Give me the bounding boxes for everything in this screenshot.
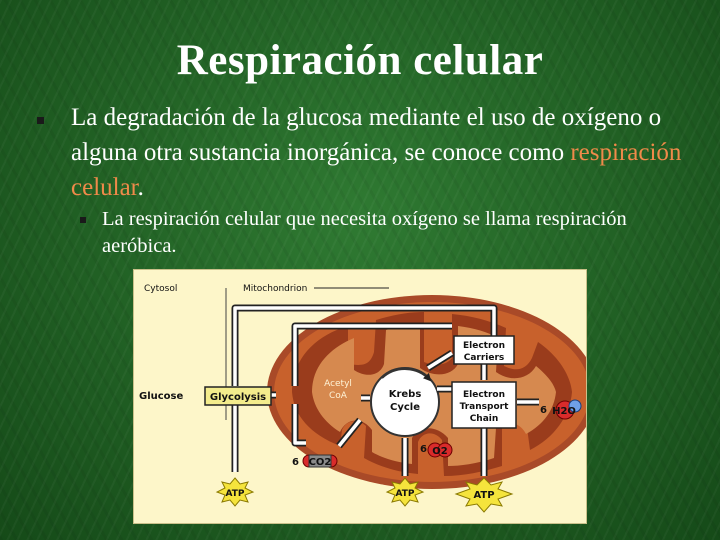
etc-label-3: Chain [470, 414, 499, 424]
cytosol-label: Cytosol [144, 284, 177, 294]
atp-burst-2: ATP [387, 478, 423, 506]
co2-label: CO2 [309, 457, 332, 468]
mitochondrion-label: Mitochondrion [243, 284, 307, 294]
o2-molecule: 6 O2 [420, 443, 452, 457]
bullet-marker [37, 117, 44, 124]
acetyl-coa-label-1: Acetyl [324, 379, 352, 389]
co2-molecule: 6 CO2 [292, 455, 337, 468]
electron-carriers-label-2: Carriers [464, 353, 505, 363]
o2-label: O2 [432, 446, 448, 457]
sub-bullet-marker [80, 217, 86, 223]
bullet-1: La degradación de la glucosa mediante el… [71, 100, 711, 205]
electron-carriers-node: Electron Carriers [454, 336, 514, 364]
bullet-1-end: . [138, 174, 144, 201]
glycolysis-label: Glycolysis [210, 392, 266, 403]
acetyl-coa-label-2: CoA [329, 391, 348, 401]
atp-burst-1: ATP [217, 478, 253, 506]
atp-label-1: ATP [225, 489, 244, 499]
etc-label-2: Transport [460, 402, 509, 412]
glycolysis-node: Glycolysis [205, 387, 271, 405]
krebs-label-2: Cycle [390, 402, 420, 413]
co2-coefficient: 6 [292, 457, 299, 468]
cellular-respiration-diagram: Krebs Cycle Cytosol Mitochondrion [133, 269, 587, 524]
glucose-label: Glucose [139, 391, 184, 402]
etc-label-1: Electron [463, 390, 505, 400]
h2o-coefficient: 6 [540, 405, 547, 416]
krebs-label-1: Krebs [389, 389, 422, 400]
o2-coefficient: 6 [420, 444, 427, 455]
bullet-2: La respiración celular que necesita oxíg… [102, 206, 642, 260]
krebs-cycle-node: Krebs Cycle [371, 368, 439, 436]
slide-title: Respiración celular [0, 36, 720, 85]
atp-label-3: ATP [473, 490, 494, 501]
atp-label-2: ATP [395, 489, 414, 499]
h2o-label: H2O [552, 406, 576, 417]
electron-carriers-label-1: Electron [463, 341, 505, 351]
electron-transport-chain-node: Electron Transport Chain [452, 382, 516, 428]
